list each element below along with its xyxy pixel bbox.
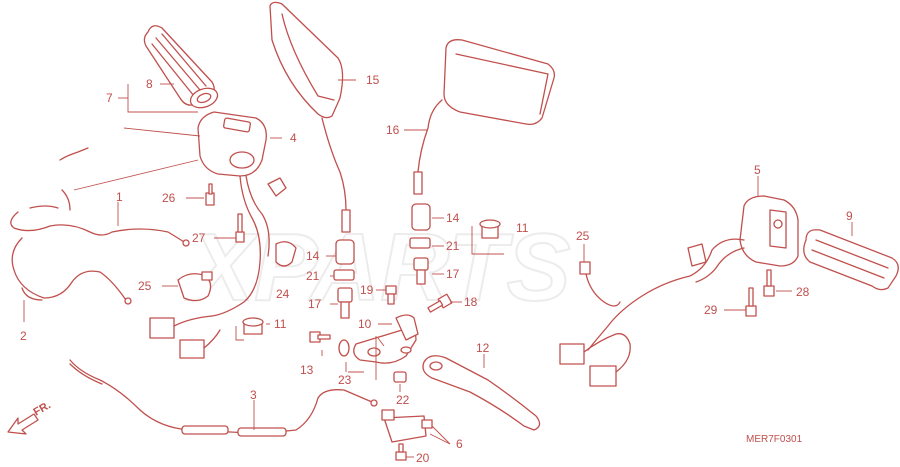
right-grip-part[interactable] — [803, 229, 899, 291]
clutch-cable-part[interactable] — [10, 147, 190, 247]
mirror-adapter-right-part[interactable] — [409, 203, 431, 285]
callout-20: 20 — [416, 451, 430, 465]
cable-clamp-right-part[interactable] — [579, 261, 621, 307]
callout-23: 23 — [338, 373, 352, 387]
lever-bracket-part[interactable] — [353, 314, 419, 364]
callout-29: 29 — [704, 303, 718, 317]
grommet-right-part[interactable] — [479, 219, 501, 239]
bolt-26-part[interactable] — [205, 183, 215, 206]
callout-14-left: 14 — [306, 249, 320, 263]
callout-13: 13 — [300, 363, 314, 377]
callout-6: 6 — [456, 437, 463, 451]
grommet-left-part[interactable] — [242, 317, 264, 335]
front-direction-arrow: FR. — [7, 399, 53, 435]
callout-4: 4 — [290, 131, 297, 145]
bolt-27-part[interactable] — [235, 213, 245, 243]
bolt-19-part[interactable] — [385, 285, 397, 305]
callout-11-left: 11 — [274, 317, 287, 331]
left-connector-block[interactable] — [149, 315, 221, 359]
callout-17-left: 17 — [308, 297, 322, 311]
callout-2: 2 — [20, 329, 27, 343]
long-cable-part[interactable] — [69, 359, 378, 437]
left-mirror-part[interactable] — [269, 1, 351, 233]
callout-3: 3 — [250, 388, 257, 402]
right-connector-block[interactable] — [559, 333, 631, 387]
bolt-18-part[interactable] — [427, 293, 453, 313]
callout-19: 19 — [360, 283, 374, 297]
washer-23-part[interactable] — [338, 339, 350, 357]
watermark: XPARTS — [185, 214, 571, 321]
front-direction-label: FR. — [32, 399, 53, 418]
callout-16: 16 — [386, 123, 400, 137]
callout-25-right: 25 — [576, 229, 590, 243]
nut-22-part[interactable] — [393, 371, 407, 383]
callout-18: 18 — [464, 295, 478, 309]
mirror-adapter-left-part[interactable] — [333, 239, 355, 319]
callout-5: 5 — [754, 163, 761, 177]
callout-8: 8 — [146, 77, 153, 91]
callout-27: 27 — [192, 231, 206, 245]
callout-24: 24 — [276, 287, 290, 301]
callout-11-right: 11 — [516, 221, 529, 235]
bolt-13-part[interactable] — [309, 331, 331, 343]
screw-20-part[interactable] — [395, 443, 407, 461]
callout-22: 22 — [396, 393, 410, 407]
callout-25-left: 25 — [138, 279, 152, 293]
callout-7: 7 — [106, 91, 113, 105]
callout-17-right: 17 — [446, 267, 460, 281]
clutch-lever-part[interactable] — [422, 355, 541, 431]
left-switch-housing-part[interactable] — [197, 111, 287, 317]
callout-26: 26 — [162, 191, 176, 205]
callout-21-right: 21 — [446, 239, 460, 253]
callout-12: 12 — [476, 341, 490, 355]
callout-21-left: 21 — [306, 269, 320, 283]
leader-lines — [23, 79, 853, 458]
throttle-cable-part[interactable] — [11, 237, 132, 305]
callout-14-right: 14 — [446, 211, 460, 225]
right-mirror-part[interactable] — [413, 39, 556, 195]
cable-guide-24-part[interactable] — [275, 241, 297, 267]
diagram-code: MER7F0301 — [746, 434, 803, 445]
callout-10: 10 — [358, 317, 372, 331]
bolt-28-part[interactable] — [763, 269, 775, 297]
bolt-29-part[interactable] — [745, 287, 757, 317]
cable-clamp-left-part[interactable] — [177, 271, 213, 302]
callout-labels: 1 2 3 4 5 6 7 8 9 10 11 11 12 13 14 14 1… — [20, 73, 853, 465]
right-switch-housing-part[interactable] — [587, 195, 799, 351]
callout-1: 1 — [116, 190, 123, 204]
callout-28: 28 — [796, 285, 810, 299]
left-grip-part[interactable] — [143, 25, 220, 111]
callout-9: 9 — [846, 209, 853, 223]
clutch-switch-part[interactable] — [381, 409, 433, 443]
callout-15: 15 — [366, 73, 380, 87]
